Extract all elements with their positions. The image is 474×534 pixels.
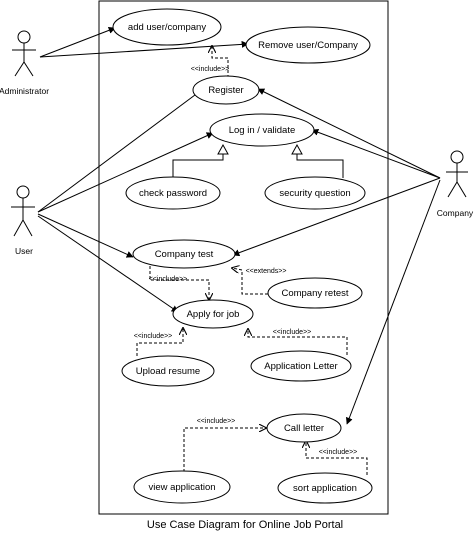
usecase-upload-resume bbox=[121, 355, 215, 387]
label-include-company-test: <<include>> bbox=[149, 276, 188, 283]
assoc-company-company-test bbox=[232, 177, 441, 257]
actor-company-label: Company bbox=[437, 208, 474, 218]
usecase-company-retest-label: Company retest bbox=[281, 288, 348, 299]
usecase-view-application-label: view application bbox=[148, 482, 215, 493]
actor-user-label: User bbox=[15, 246, 33, 256]
usecase-check-password-label: check password bbox=[139, 188, 207, 199]
dep-company-test-include bbox=[149, 266, 209, 300]
dep-upload-resume-include bbox=[136, 328, 183, 356]
label-include-upload-resume: <<include>> bbox=[134, 333, 173, 340]
actor-administrator bbox=[12, 30, 36, 77]
usecase-apply-for-job bbox=[172, 299, 254, 329]
actor-company bbox=[446, 150, 468, 198]
usecase-view-application bbox=[133, 470, 231, 504]
assoc-user-login bbox=[37, 132, 214, 213]
label-include-sort-application: <<include>> bbox=[319, 449, 358, 456]
actor-administrator-label: Administrator bbox=[0, 86, 49, 96]
usecase-call-letter bbox=[266, 413, 342, 443]
assoc-company-login bbox=[311, 128, 441, 179]
diagram-caption: Use Case Diagram for Online Job Portal bbox=[147, 519, 343, 531]
label-include-view-application: <<include>> bbox=[197, 418, 236, 425]
assoc-user-register bbox=[37, 88, 204, 213]
dependencies bbox=[136, 46, 368, 475]
label-include-application-letter: <<include>> bbox=[273, 329, 312, 336]
usecase-application-letter-label: Application Letter bbox=[264, 361, 337, 372]
generalizations bbox=[172, 143, 344, 178]
assoc-admin-add-user bbox=[39, 27, 116, 58]
dep-application-letter-include bbox=[248, 329, 348, 355]
assoc-user-apply-job bbox=[37, 215, 179, 313]
gen-check-password bbox=[172, 146, 224, 178]
assoc-admin-remove-user bbox=[39, 40, 249, 58]
usecase-security-question bbox=[264, 176, 366, 210]
dep-view-application-include bbox=[183, 428, 266, 472]
usecase-company-test bbox=[132, 239, 236, 269]
usecase-remove-user-company bbox=[245, 26, 371, 64]
usecase-add-user-company bbox=[112, 8, 222, 46]
usecase-call-letter-label: Call letter bbox=[284, 423, 324, 434]
usecase-company-retest bbox=[267, 277, 363, 309]
associations bbox=[37, 27, 441, 425]
usecase-log-in-validate-label: Log in / validate bbox=[229, 125, 296, 136]
assoc-user-company-test bbox=[37, 213, 134, 258]
label-extends-company-retest: <<extends>> bbox=[246, 268, 287, 275]
usecase-upload-resume-label: Upload resume bbox=[136, 366, 200, 377]
usecase-apply-for-job-label: Apply for job bbox=[187, 309, 240, 320]
label-include-register: <<include>> bbox=[191, 66, 230, 73]
usecase-register bbox=[192, 75, 260, 105]
usecase-security-question-label: security question bbox=[279, 188, 350, 199]
gen-security-question bbox=[296, 146, 344, 178]
dep-sort-application-include bbox=[306, 441, 368, 475]
dep-register-include bbox=[212, 46, 229, 78]
usecase-application-letter bbox=[250, 350, 352, 382]
usecase-register-label: Register bbox=[208, 85, 243, 96]
usecase-sort-application bbox=[277, 472, 373, 504]
usecase-remove-user-company-label: Remove user/Company bbox=[258, 40, 358, 51]
dep-company-retest-extends bbox=[232, 268, 268, 295]
assoc-company-call-letter bbox=[345, 179, 441, 425]
actor-user bbox=[11, 185, 35, 237]
usecase-check-password bbox=[125, 176, 221, 210]
usecase-log-in-validate bbox=[209, 113, 315, 147]
usecase-add-user-company-label: add user/company bbox=[128, 22, 206, 33]
usecase-company-test-label: Company test bbox=[155, 249, 214, 260]
assoc-company-register bbox=[257, 88, 441, 179]
usecase-sort-application-label: sort application bbox=[293, 483, 357, 494]
